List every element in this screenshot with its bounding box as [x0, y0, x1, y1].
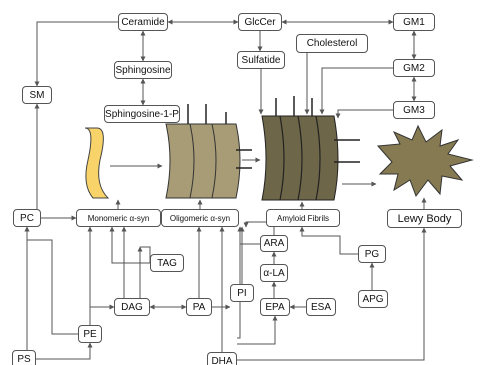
node-gm2: GM2 [393, 59, 435, 77]
node-pa: PA [186, 298, 212, 316]
node-lewy-body: Lewy Body [387, 209, 462, 228]
node-glccer: GlcCer [238, 13, 282, 31]
node-pe: PE [78, 325, 102, 343]
node-dha: DHA [207, 352, 237, 365]
node-sulfatide: Sulfatide [237, 51, 285, 69]
node-amyloid-fibrils: Amyloid Fibrils [266, 209, 340, 227]
node-esa: ESA [306, 298, 336, 316]
node-apg: APG [358, 290, 388, 308]
node-ara: ARA [260, 235, 288, 252]
node-tag: TAG [150, 254, 184, 272]
node-ps: PS [12, 350, 36, 365]
node-pi: PI [230, 284, 254, 302]
node-monomeric-alpha-syn: Monomeric α-syn [76, 209, 161, 227]
node-pc: PC [13, 209, 41, 227]
node-sphingosine: Sphingosine [114, 61, 172, 79]
node-gm3: GM3 [393, 101, 435, 119]
node-gm1: GM1 [393, 13, 435, 31]
node-dag: DAG [114, 298, 150, 316]
node-ceramide: Ceramide [118, 13, 168, 31]
node-oligomeric-alpha-syn: Oligomeric α-syn [161, 209, 239, 227]
lewy-body-shape [378, 126, 472, 196]
node-epa: EPA [260, 298, 290, 316]
node-sm: SM [22, 86, 52, 104]
node-sphingosine-1-p: Sphingosine-1-P [104, 105, 180, 123]
node-alpha-la: α-LA [260, 264, 288, 282]
node-cholesterol: Cholesterol [296, 34, 368, 53]
monomer-shape [85, 128, 108, 198]
node-pg: PG [358, 245, 386, 263]
